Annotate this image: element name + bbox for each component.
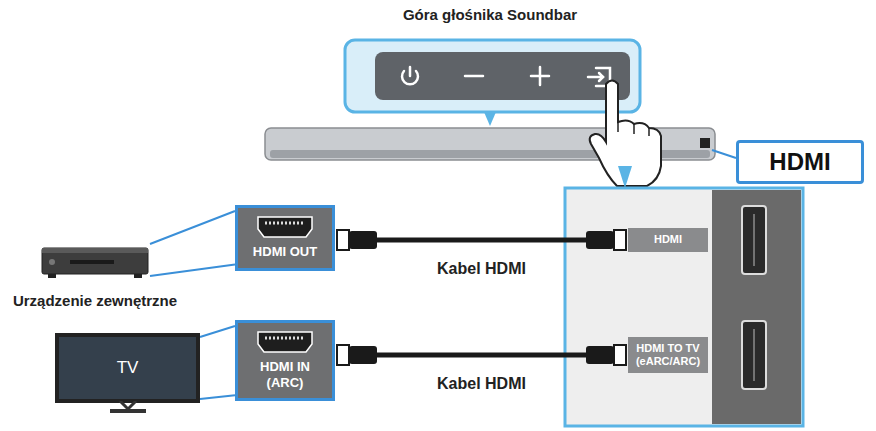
- hdmi-socket: [742, 321, 766, 389]
- buttons: [402, 67, 610, 86]
- callout-box: HDMI: [736, 140, 864, 184]
- cable-label: Kabel HDMI: [437, 375, 526, 393]
- hdmi-socket: [742, 206, 766, 274]
- node-text: HDMI TO TV (eARC/ARC): [632, 342, 704, 368]
- cable-label: Kabel HDMI: [437, 260, 526, 278]
- port-label: HDMI TO TV (eARC/ARC): [628, 337, 708, 373]
- node-text: HDMI: [769, 148, 830, 176]
- pointer: [618, 166, 632, 188]
- socket-pins: [754, 214, 755, 381]
- port-box: HDMI IN (ARC): [235, 320, 335, 401]
- device-icon: [40, 240, 150, 280]
- node-text: HDMI OUT: [247, 244, 323, 260]
- hdmi-cable: [337, 345, 626, 365]
- hand-creases: [618, 122, 649, 136]
- link-line: [200, 326, 235, 399]
- top-panel: [345, 40, 640, 112]
- soundbar-port: [700, 138, 710, 148]
- title: Góra głośnika Soundbar: [290, 6, 690, 23]
- node-text: HDMI: [632, 233, 704, 246]
- node-text: HDMI IN (ARC): [247, 359, 323, 390]
- pointer: [484, 112, 496, 126]
- port-box: HDMI OUT: [235, 205, 335, 271]
- panel-strip: [712, 190, 801, 424]
- tv-stand: [98, 401, 158, 415]
- callout-line: [712, 150, 736, 158]
- external-device: Urządzenie zewnętrzne: [40, 240, 150, 280]
- button-bar: [375, 52, 630, 100]
- socket-icon: [255, 329, 315, 355]
- hdmi-cable: [337, 230, 626, 250]
- link-line: [150, 211, 235, 276]
- tv-box: TV: [55, 333, 200, 403]
- node-text: TV: [117, 358, 139, 378]
- socket-icon: [255, 214, 315, 240]
- port-label: HDMI: [628, 228, 708, 251]
- back-panel: [565, 188, 803, 426]
- node-text: Urządzenie zewnętrzne: [13, 292, 177, 309]
